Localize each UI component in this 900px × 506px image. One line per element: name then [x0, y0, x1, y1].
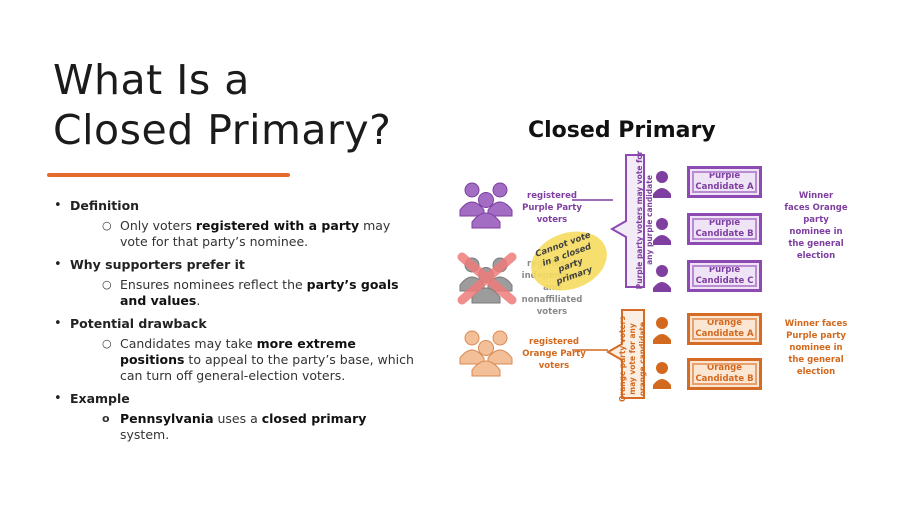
orange-voters-label: registered Orange Party voters: [522, 337, 586, 371]
closed-primary-diagram: Closed Primary: [450, 110, 870, 410]
slide-title: What Is a Closed Primary?: [53, 55, 391, 155]
sub-text-bold: registered with a party: [195, 218, 360, 233]
orange-voter-group-icon: [459, 330, 513, 377]
purple-rule-text: Purple party voters may vote for any pur…: [635, 150, 654, 290]
title-line-2: Closed Primary?: [53, 106, 392, 154]
bullet-example: Example o Pennsylvania uses a closed prim…: [54, 391, 414, 443]
hollow-bullet-icon: ○: [102, 278, 112, 291]
sub-text-bold: closed primary: [261, 411, 367, 426]
sub-bullet: ○ Candidates may take more extreme positi…: [70, 336, 414, 384]
sub-text: Candidates may take: [120, 336, 257, 351]
prohibited-x-icon: [457, 252, 517, 305]
purple-winner-label: Winner faces Orange party nominee in the…: [784, 191, 848, 261]
sub-text: system.: [120, 427, 170, 442]
bullet-why: Why supporters prefer it ○ Ensures nomine…: [54, 257, 414, 309]
orange-candidate-person-icons: [653, 317, 671, 389]
sub-text: may vote for that party’s nominee.: [120, 218, 391, 249]
purple-rule-arrow: [609, 154, 645, 288]
title-underline: [47, 173, 290, 177]
sub-bullet: ○ Only voters registered with a party may…: [70, 218, 414, 250]
orange-winner-label: Winner faces Purple party nominee in the…: [784, 319, 848, 377]
purple-voter-group-icon: [459, 182, 513, 229]
orange-rule-arrow: [605, 309, 645, 399]
filled-circle-bullet-icon: o: [102, 412, 110, 425]
sub-text: Only voters: [120, 218, 196, 233]
bullet-heading: Why supporters prefer it: [70, 257, 245, 272]
sub-bullet: o Pennsylvania uses a closed primary syst…: [70, 411, 414, 443]
bullet-list: Definition ○ Only voters registered with …: [54, 198, 414, 450]
purple-candidate-person-icons: [653, 171, 671, 292]
sub-text: uses a: [213, 411, 262, 426]
bullet-heading: Definition: [70, 198, 140, 213]
bullet-heading: Potential drawback: [70, 316, 207, 331]
bullet-drawback: Potential drawback ○ Candidates may take …: [54, 316, 414, 384]
sub-text-bold: Pennsylvania: [120, 411, 214, 426]
hollow-bullet-icon: ○: [102, 219, 112, 232]
sub-text-bold: party’s goals and values: [120, 277, 399, 308]
purple-voters-label: registered Purple Party voters: [522, 191, 582, 225]
sub-text-bold: more extreme positions: [120, 336, 356, 367]
bullet-heading: Example: [70, 391, 130, 406]
diagram-title: Closed Primary: [528, 118, 716, 143]
sub-text: .: [196, 293, 201, 308]
orange-rule-text: Orange party voters may vote for any ora…: [618, 316, 647, 402]
bullet-definition: Definition ○ Only voters registered with …: [54, 198, 414, 250]
sub-text: to appeal to the party’s base, which can…: [120, 352, 414, 383]
title-line-1: What Is a: [53, 56, 250, 104]
sub-text: Ensures nominees reflect the: [120, 277, 307, 292]
diagram-graphics: [457, 154, 671, 399]
hollow-bullet-icon: ○: [102, 337, 112, 350]
sub-bullet: ○ Ensures nominees reflect the party’s go…: [70, 277, 414, 309]
